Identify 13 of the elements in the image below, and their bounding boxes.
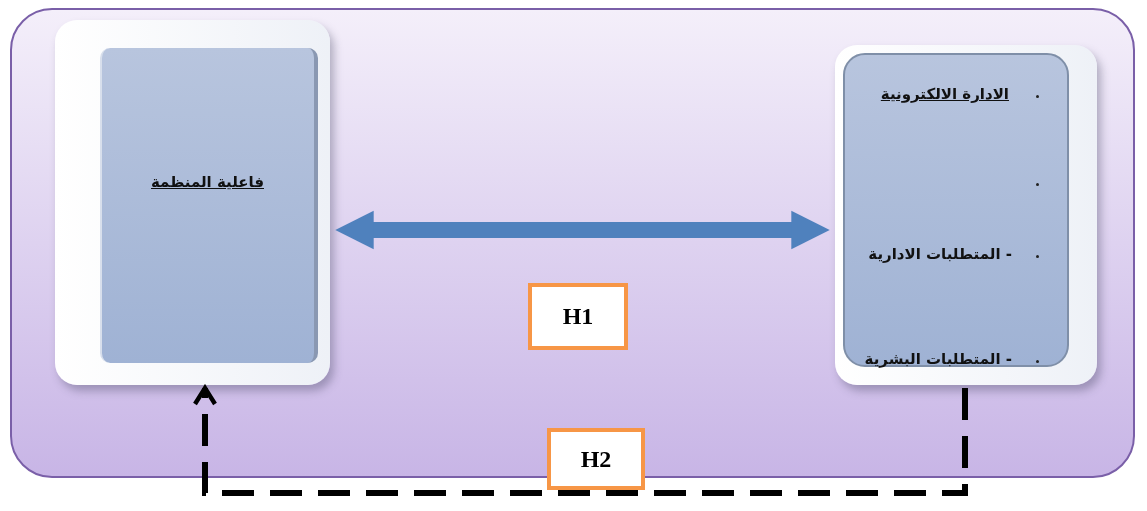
hypothesis-label: H1 <box>562 303 594 330</box>
dashed-arrow <box>192 385 968 496</box>
requirements-card <box>835 45 1097 385</box>
card-text: فاعلية المنظمة <box>151 173 264 191</box>
card-text: - المتطلبات الادارية <box>868 245 1012 263</box>
hypothesis-box <box>528 283 628 350</box>
hypothesis-box <box>547 428 645 490</box>
diagram-panel <box>10 8 1135 478</box>
double-arrow <box>335 210 830 250</box>
card-text: الادارة الالكترونية <box>880 85 1009 103</box>
card-text: - المتطلبات البشرية <box>864 350 1012 368</box>
hypothesis-label: H2 <box>580 445 612 473</box>
organization-card <box>55 20 330 385</box>
